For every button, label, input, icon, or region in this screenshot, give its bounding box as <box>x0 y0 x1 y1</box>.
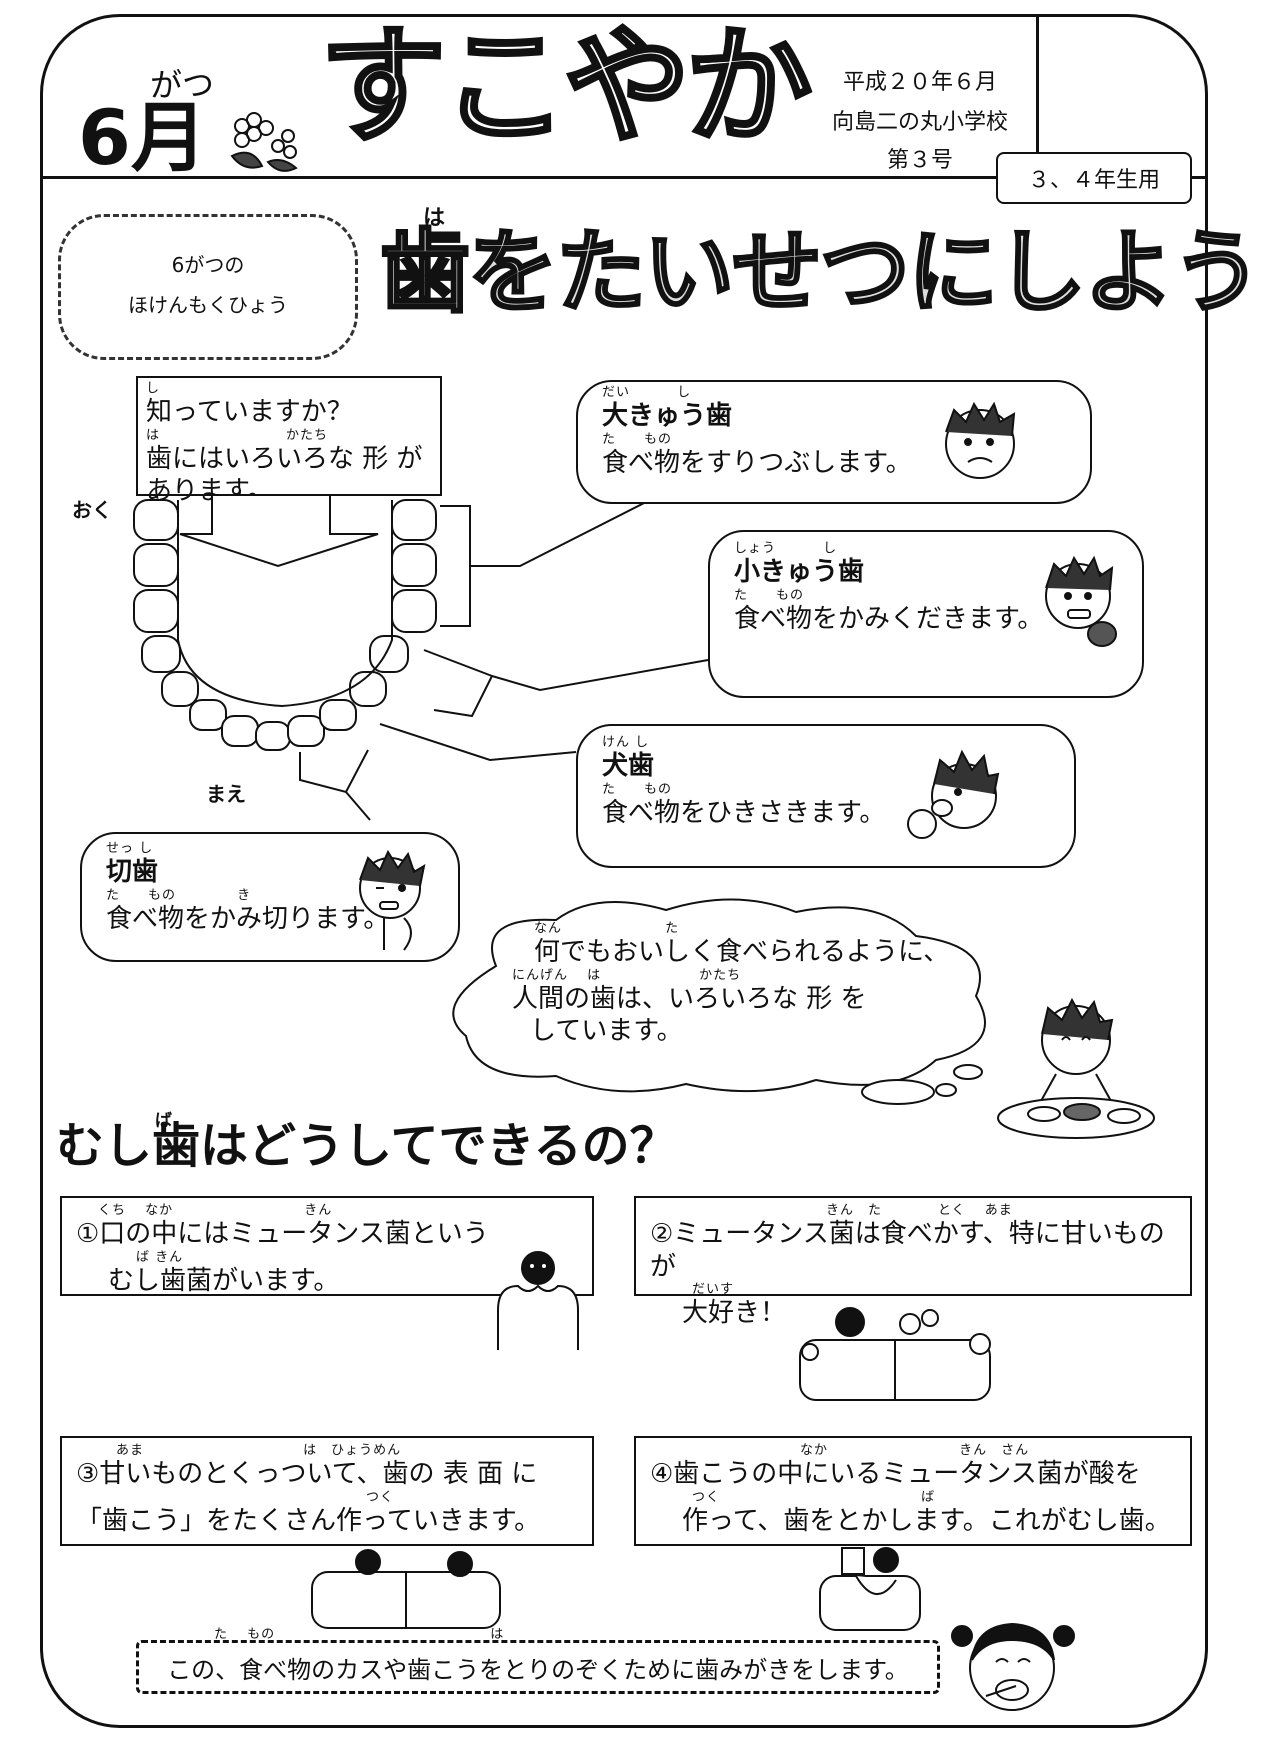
child-eating-apple-illustration <box>907 749 1000 839</box>
footer-ruby: た もの は <box>214 1628 504 1642</box>
main-title: 歯をたいせつにしよう <box>379 220 1264 325</box>
main-title-ruby: は <box>423 206 446 231</box>
molar-desc: 食べ物をすりつぶします。 <box>602 447 912 478</box>
step4-line-1: ④歯こうの中にいるミュータンス菌が酸を <box>650 1459 1141 1489</box>
thought-cloud-text: なん た 何でもおいしく食べられるように、 にんげん は かたち 人間の歯は、い… <box>500 922 960 1048</box>
step4-ruby-1: なか きん さん <box>800 1443 1030 1458</box>
header-divider <box>40 176 1208 179</box>
incisor-desc-ruby: た もの き <box>106 887 252 903</box>
step4-ruby-2: つく ば <box>692 1489 936 1505</box>
cavity-step-3: あま は ひょうめん ③甘いものとくっついて、歯の 表 面 に つく 「歯こう」… <box>60 1436 594 1546</box>
step1-ruby-2: ば きん <box>136 1249 184 1265</box>
premolar-name-ruby: しょう し <box>734 541 838 556</box>
step2-line-1: ②ミュータンス菌は食べかす、特に甘いものが <box>650 1219 1165 1282</box>
newsletter-title: すこやか <box>318 13 814 160</box>
footer-message: この、食べ物のカスや歯こうをとりのぞくために歯みがきをします。 <box>167 1655 909 1684</box>
health-goal-cloud: 6がつの ほけんもくひょう <box>58 214 358 360</box>
canine-name-ruby: けん し <box>602 735 650 750</box>
step2-ruby-2: だいす <box>692 1282 735 1297</box>
molar-name: 大きゅう歯 <box>602 401 733 431</box>
step1-ruby-1: くち なか きん <box>98 1203 333 1218</box>
step3-line-1: ③甘いものとくっついて、歯の 表 面 に <box>76 1459 538 1489</box>
molar-name-ruby: だい し <box>602 385 692 400</box>
page-frame <box>40 14 1208 1728</box>
incisor-name-ruby: せっ し <box>106 841 154 856</box>
cloud-line-2: 人間の歯は、いろいろな 形 を <box>512 983 867 1014</box>
cavity-step-1: くち なか きん ①口の中にはミュータンス菌という ば きん むし歯菌がいます。 <box>60 1196 594 1296</box>
diagram-label-back: おく <box>72 498 112 522</box>
intro-ruby-1: し <box>146 381 161 396</box>
premolar-desc-ruby: た もの <box>734 587 805 603</box>
step3-ruby-1: あま は ひょうめん <box>116 1443 402 1458</box>
bacteria-on-tooth-illustration <box>497 1251 579 1350</box>
canine-desc-ruby: た もの <box>602 781 673 797</box>
cavity-step-2: きん た とく あま ②ミュータンス菌は食べかす、特に甘いものが だいす 大好き… <box>634 1196 1192 1328</box>
month: 6月 <box>78 93 207 182</box>
bacteria-eating-sweets-illustration <box>799 1307 991 1401</box>
cloud-ruby-1: なん た <box>534 921 680 936</box>
premolar-bubble: しょう し 小きゅう歯 た もの 食べ物をかみくだきます。 <box>708 530 1144 698</box>
child-biting-illustration <box>1045 555 1117 647</box>
issue-number: 第３号 <box>886 148 953 173</box>
child-winking-illustration <box>359 849 426 951</box>
step4-line-2: 作って、歯をとかします。これがむし歯。 <box>682 1505 1171 1536</box>
canine-desc: 食べ物をひきさきます。 <box>602 797 886 828</box>
canine-bubble: けん し 犬歯 た もの 食べ物をひきさきます。 <box>576 724 1076 868</box>
child-chewing-illustration <box>945 401 1016 479</box>
cavity-step-4: なか きん さん ④歯こうの中にいるミュータンス菌が酸を つく ば 作って、歯を… <box>634 1436 1192 1546</box>
canine-name: 犬歯 <box>602 751 655 781</box>
intro-line-3: あります。 <box>146 476 274 506</box>
issue-date: 平成２０年６月 <box>842 70 997 95</box>
month-kana: がつ <box>150 66 215 104</box>
step3-line-2: 「歯こう」をたくさん作っていきます。 <box>76 1505 541 1536</box>
thought-cloud-shape <box>452 898 986 1105</box>
school-name: 向島二の丸小学校 <box>831 110 1008 135</box>
footer-message-box: この、食べ物のカスや歯こうをとりのぞくために歯みがきをします。 <box>136 1640 940 1694</box>
step2-line-2: 大好き！ <box>682 1298 787 1328</box>
incisor-desc: 食べ物をかみ切ります。 <box>106 903 390 934</box>
child-eating-meal-illustration <box>997 997 1155 1139</box>
hydrangea-illustration <box>230 112 298 172</box>
goal-line-1: 6がつの <box>171 253 245 277</box>
goal-line-2: ほけんもくひょう <box>128 293 288 317</box>
step2-ruby-1: きん た とく あま <box>826 1203 1013 1218</box>
premolar-desc: 食べ物をかみくだきます。 <box>734 603 1044 634</box>
intro-line-1: 知っていますか？ <box>146 397 353 427</box>
cloud-ruby-2: にんげん は かたち <box>512 967 742 983</box>
cavity-section-title: むし歯はどうしてできるの？ <box>56 1118 678 1174</box>
diagram-label-front: まえ <box>206 782 246 806</box>
grade-badge: ３、４年生用 <box>996 152 1192 204</box>
child-brushing-teeth-illustration <box>951 1622 1075 1711</box>
step3-ruby-2: つく <box>366 1489 395 1505</box>
molar-desc-ruby: た もの <box>602 431 673 447</box>
cloud-line-1: 何でもおいしく食べられるように、 <box>534 937 950 967</box>
step1-line-1: ①口の中にはミュータンス菌という <box>76 1219 489 1249</box>
cloud-line-3: しています。 <box>530 1016 683 1046</box>
step1-line-2: むし歯菌がいます。 <box>108 1265 340 1296</box>
teeth-intro-box: し 知っていますか？ は かたち 歯にはいろいろな 形 が あります。 <box>136 376 442 506</box>
header-vertical-divider <box>1036 14 1039 174</box>
intro-line-2: 歯にはいろいろな 形 が <box>146 443 423 474</box>
incisor-name: 切歯 <box>106 857 159 887</box>
bacteria-making-plaque-illustration <box>311 1549 501 1629</box>
bacteria-producing-acid-illustration <box>819 1547 921 1631</box>
cavity-title-ruby: ば <box>155 1111 172 1131</box>
intro-ruby-2: は かたち <box>146 427 329 443</box>
footer-ruby-text: た もの は <box>214 1627 505 1642</box>
premolar-name: 小きゅう歯 <box>734 557 865 587</box>
